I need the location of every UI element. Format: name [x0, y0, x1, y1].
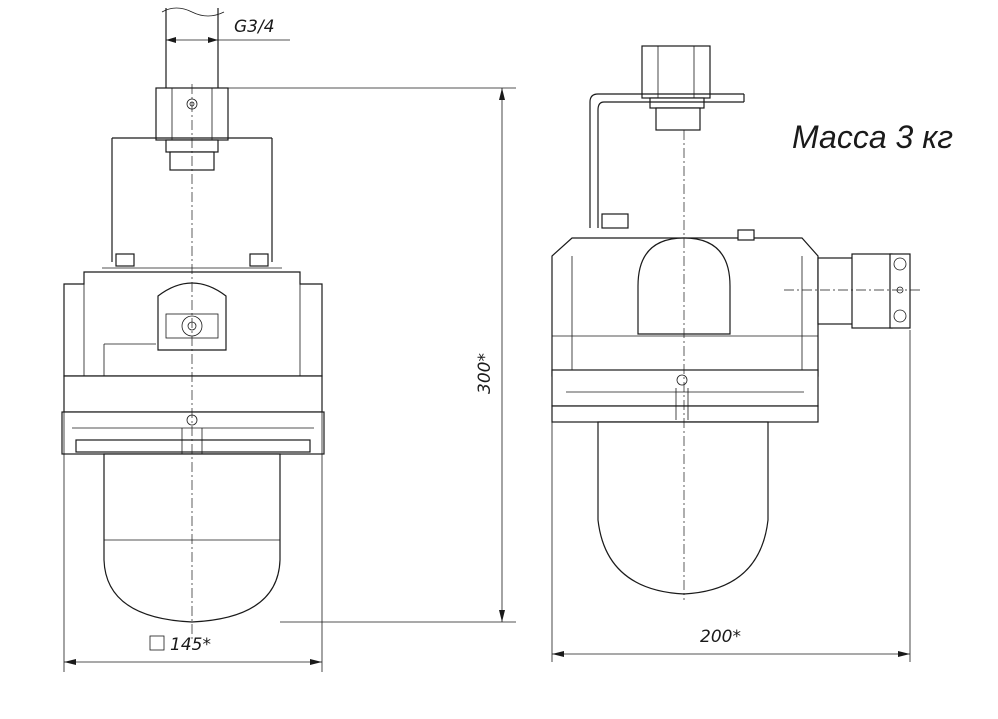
height-label: 300*: [475, 353, 495, 394]
side-flange: [551, 369, 819, 423]
mass-label: Масса 3 кг: [792, 119, 953, 155]
side-housing: [551, 229, 819, 377]
side-bracket: [589, 93, 745, 229]
dimension-width: [63, 412, 323, 672]
side-view: [551, 45, 920, 600]
thread-label: G3/4: [234, 17, 275, 37]
square-symbol: [149, 635, 165, 651]
side-cable-entry: [784, 253, 920, 329]
conduit-pipe: [161, 7, 225, 88]
dimension-thread: [166, 37, 290, 43]
width-label: 145*: [170, 635, 211, 655]
housing-body: [63, 271, 323, 377]
dimension-depth: [551, 330, 911, 662]
dimension-height: [228, 87, 516, 623]
side-glass-dome: [597, 421, 769, 595]
front-view: [61, 7, 325, 640]
side-gland: [641, 45, 711, 131]
housing-flange: [61, 375, 325, 462]
depth-label: 200*: [700, 627, 741, 647]
